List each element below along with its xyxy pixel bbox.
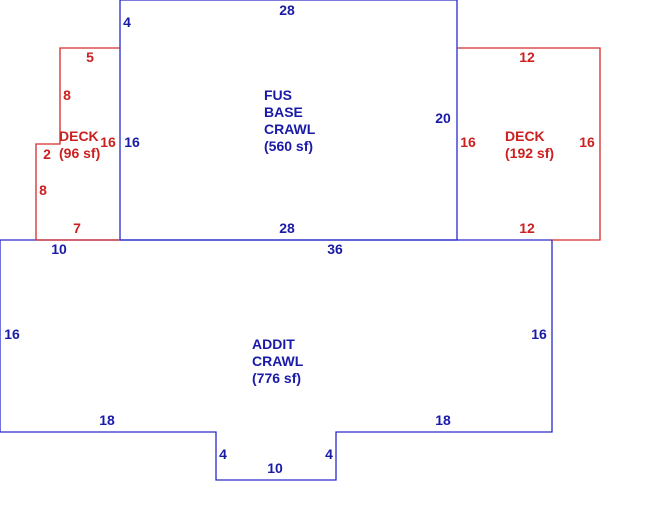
dim-add-top: 36	[327, 241, 343, 257]
addition-outline	[0, 239, 553, 481]
dim-deck-r-bottom: 12	[519, 220, 535, 236]
dim-bump-left: 4	[219, 446, 227, 462]
dim-fus-bottom: 28	[279, 220, 295, 236]
dim-bump-bottom: 10	[267, 460, 283, 476]
dim-deck-l-top: 5	[86, 49, 94, 65]
deck-left-outline	[35, 47, 120, 241]
dim-bump-right: 4	[325, 446, 333, 462]
dim-fus-left-top: 4	[123, 14, 131, 30]
dim-deck-l-step: 2	[43, 146, 51, 162]
addition-line: ADDIT	[252, 336, 295, 352]
deck-left-line: DECK	[59, 128, 99, 144]
dim-deck-l-upper: 8	[63, 87, 71, 103]
deck-left-label: DECK (96 sf)	[59, 128, 103, 161]
dim-deck-l-lower: 8	[39, 182, 47, 198]
dim-fus-left: 16	[124, 134, 140, 150]
fus-base-area: (560 sf)	[264, 138, 313, 154]
dim-fus-top: 28	[279, 2, 295, 18]
fus-base-outline	[119, 0, 458, 241]
deck-left-area: (96 sf)	[59, 145, 100, 161]
dim-add-bottom-left: 18	[99, 412, 115, 428]
dim-deck-r-right: 16	[579, 134, 595, 150]
dim-deck-r-top: 12	[519, 49, 535, 65]
fus-base-label: FUS BASE CRAWL (560 sf)	[264, 87, 319, 154]
deck-right-area: (192 sf)	[505, 145, 554, 161]
addition-area: (776 sf)	[252, 370, 301, 386]
dim-add-left: 16	[4, 326, 20, 342]
deck-right-outline	[457, 47, 601, 241]
fus-base-line: FUS	[264, 87, 292, 103]
dim-deck-l-bottom: 7	[73, 220, 81, 236]
addition-label: ADDIT CRAWL (776 sf)	[252, 336, 307, 386]
dim-fus-right: 20	[435, 110, 451, 126]
dim-deck-r-left: 16	[460, 134, 476, 150]
dim-add-bottom-right: 18	[435, 412, 451, 428]
dim-deck-l-inner: 16	[100, 134, 116, 150]
addition-line: CRAWL	[252, 353, 304, 369]
dim-add-top-left: 10	[51, 241, 67, 257]
fus-base-line: CRAWL	[264, 121, 316, 137]
deck-right-label: DECK (192 sf)	[505, 128, 554, 161]
dim-add-right: 16	[531, 326, 547, 342]
deck-right-line: DECK	[505, 128, 545, 144]
fus-base-line: BASE	[264, 104, 303, 120]
